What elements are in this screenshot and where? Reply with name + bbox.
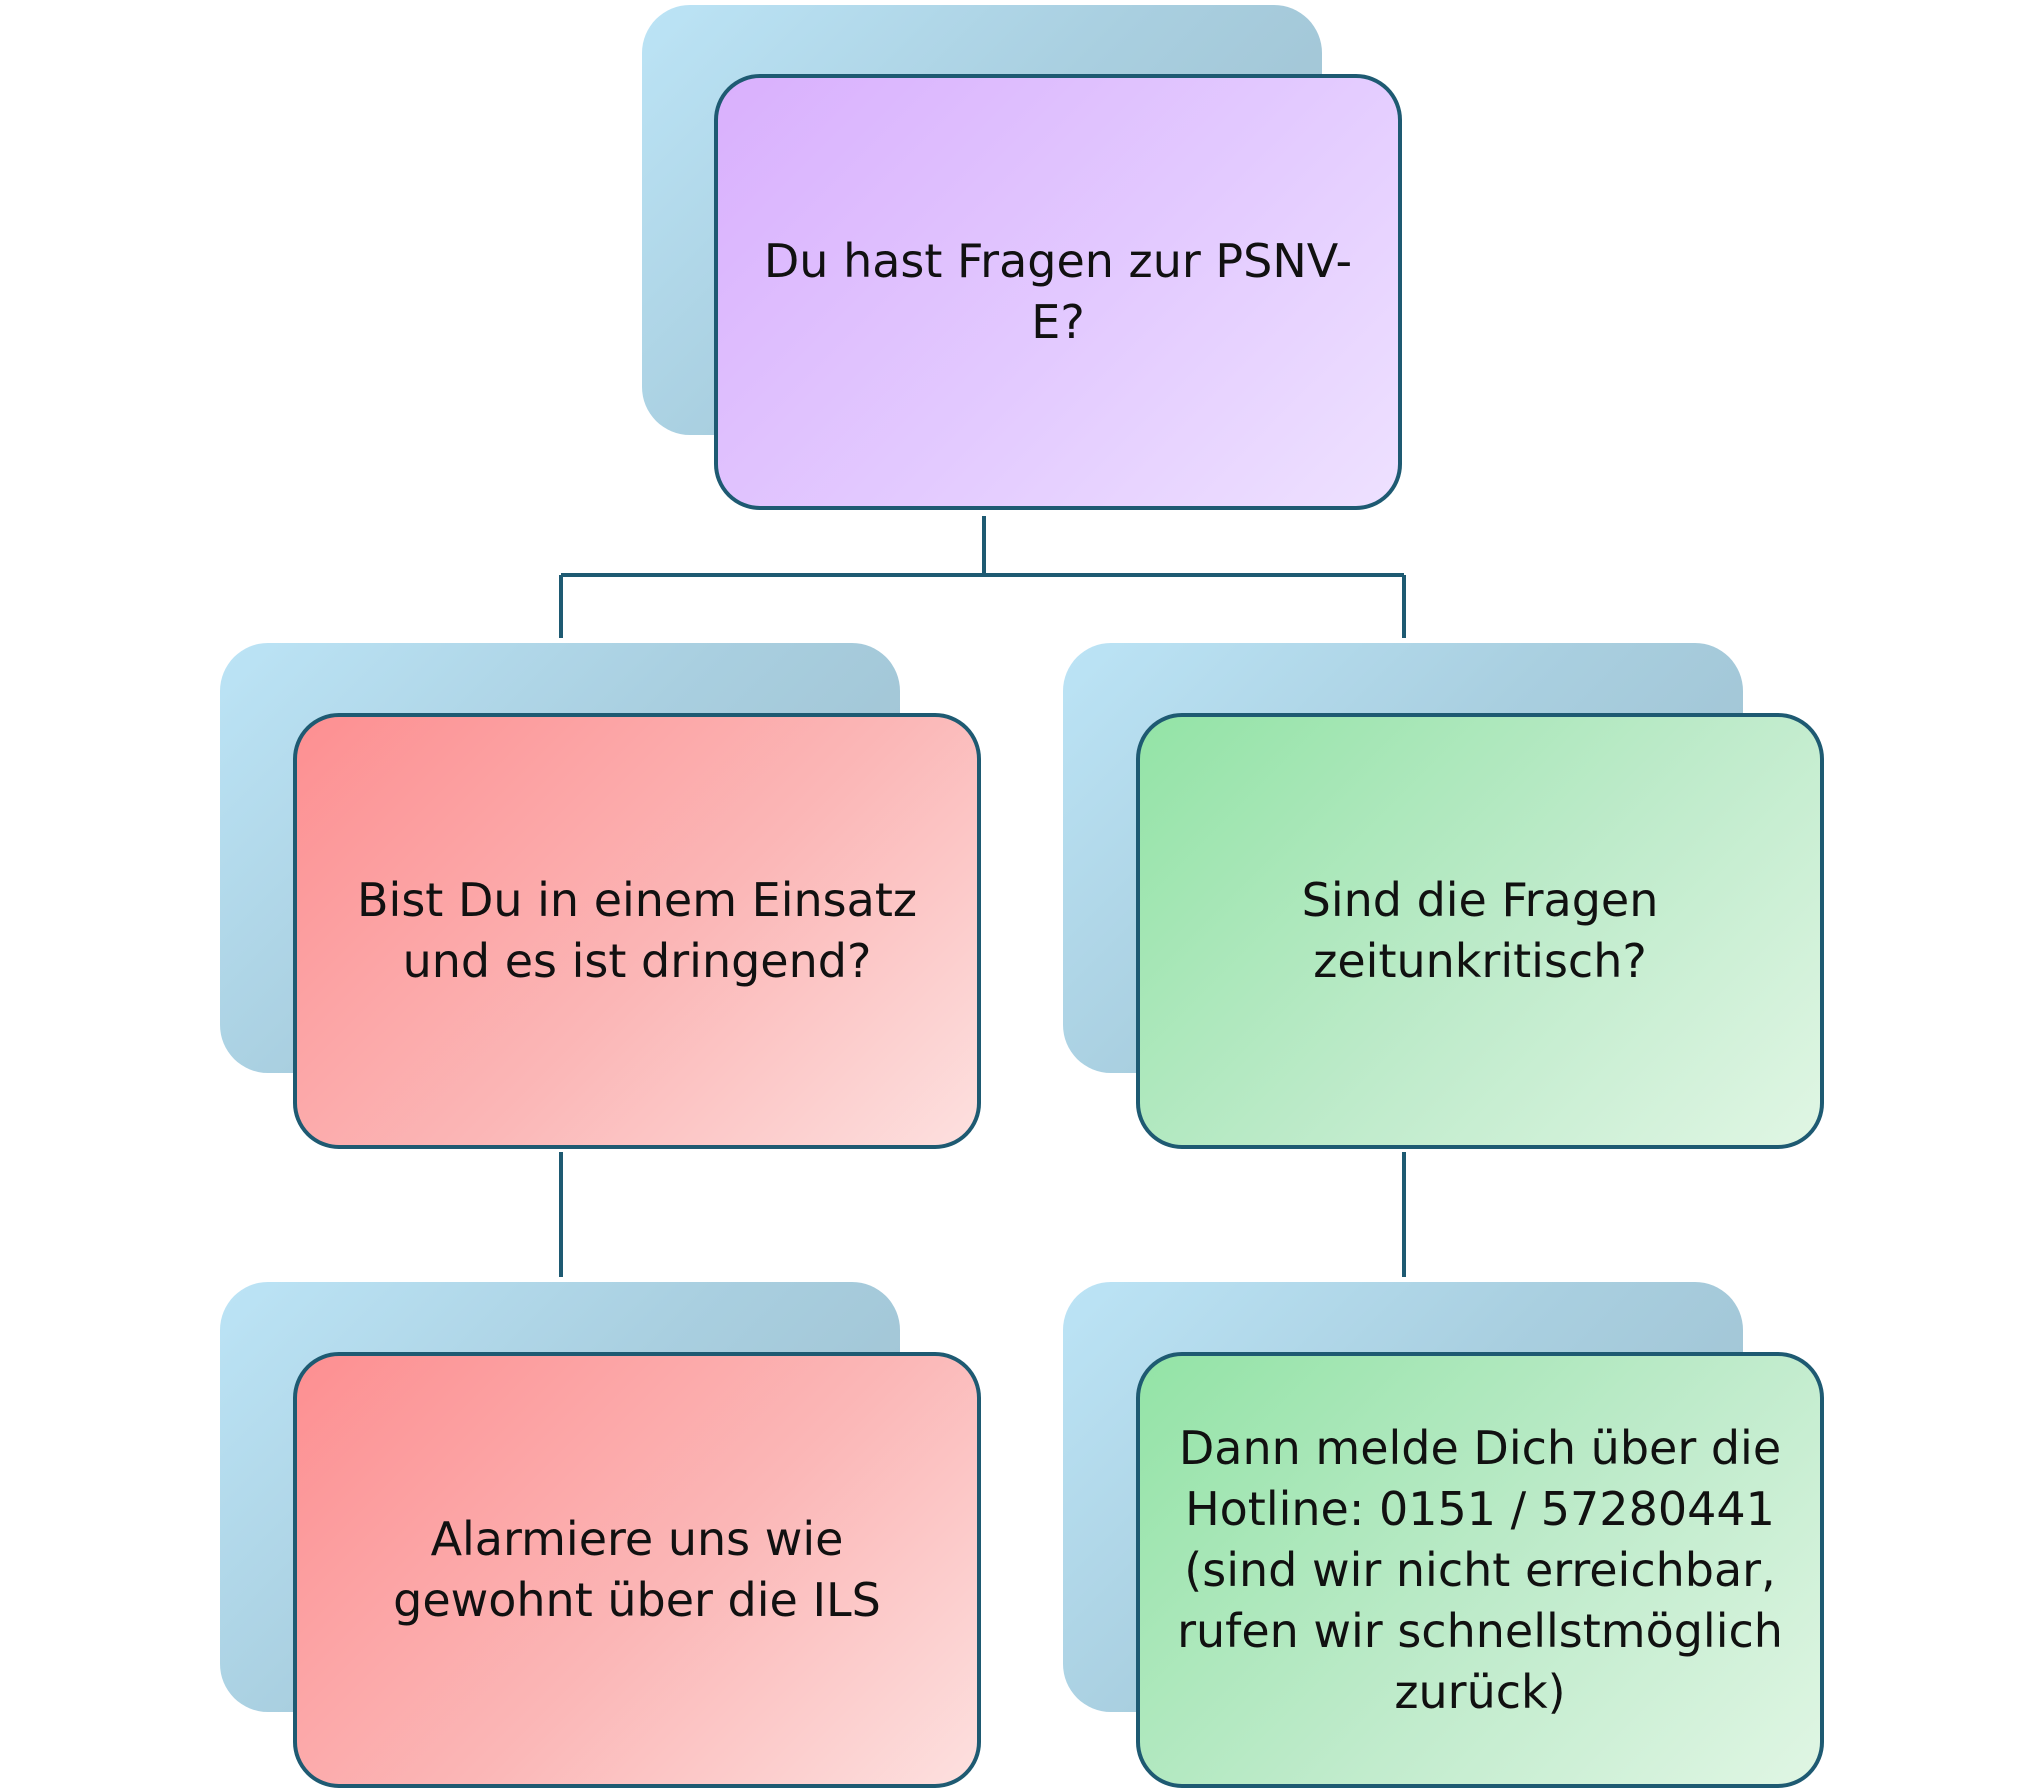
urgent-question-box: Bist Du in einem Einsatz und es ist drin… <box>293 713 981 1149</box>
urgent-action-box: Alarmiere uns wie gewohnt über die ILS <box>293 1352 981 1788</box>
root-question-text: Du hast Fragen zur PSNV- E? <box>763 234 1353 349</box>
non-urgent-question-text: Sind die Fragen zeitunkritisch? <box>1301 873 1659 988</box>
non-urgent-question-box: Sind die Fragen zeitunkritisch? <box>1136 713 1824 1149</box>
connector-root-to-branches <box>559 516 1406 638</box>
urgent-question-text: Bist Du in einem Einsatz und es ist drin… <box>356 873 918 988</box>
urgent-action-text: Alarmiere uns wie gewohnt über die ILS <box>393 1512 881 1627</box>
root-question-box: Du hast Fragen zur PSNV- E? <box>714 74 1402 510</box>
non-urgent-action-box: Dann melde Dich über die Hotline: 0151 /… <box>1136 1352 1824 1788</box>
non-urgent-action-text: Dann melde Dich über die Hotline: 0151 /… <box>1177 1420 1783 1719</box>
